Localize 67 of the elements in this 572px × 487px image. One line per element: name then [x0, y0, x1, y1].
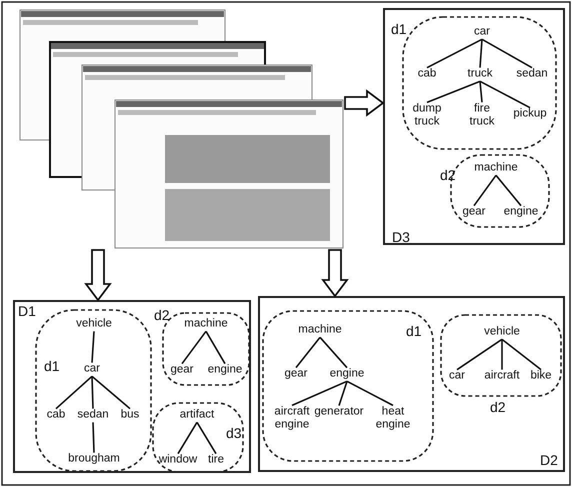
- tree-term: gear: [462, 206, 486, 218]
- tree-term: car: [84, 362, 100, 376]
- tree-term: vehicle: [484, 326, 520, 338]
- tree-term: machine: [298, 324, 342, 336]
- tree-term: car: [449, 370, 465, 382]
- tree-term: brougham: [68, 452, 120, 466]
- tree-term: gear: [284, 368, 308, 380]
- panel-label: D1: [18, 304, 36, 318]
- tree-branch-line: [292, 380, 348, 406]
- tree-term: cab: [418, 68, 436, 80]
- tree-term: bike: [530, 370, 552, 382]
- cluster-label: d2: [154, 308, 170, 322]
- tree-branch-line: [91, 376, 94, 409]
- tree-term: dump truck: [409, 102, 445, 128]
- tree-branch-line: [295, 336, 321, 368]
- tree-term: aircraft engine: [269, 405, 315, 431]
- tree-term: aircraft: [484, 370, 520, 382]
- tree-term: engine: [504, 206, 538, 218]
- tree-branch-line: [346, 380, 394, 406]
- panel: [383, 8, 565, 245]
- tree-term: bus: [120, 408, 140, 422]
- panel-label: D3: [392, 230, 410, 244]
- tree-term: vehicle: [76, 318, 112, 330]
- tree-term: machine: [184, 318, 228, 330]
- cluster-label: d2: [440, 168, 456, 182]
- tree-term: engine: [208, 364, 242, 376]
- tree-term: truck: [468, 68, 492, 80]
- tree-branch-line: [482, 38, 532, 68]
- tree-branch-line: [91, 376, 131, 410]
- tree-branch-line: [319, 336, 348, 368]
- block-arrow: [344, 89, 384, 117]
- tree-branch-line: [426, 38, 482, 68]
- tree-branch-line: [479, 81, 483, 102]
- cluster-label: d2: [490, 400, 506, 414]
- tree-term: generator: [314, 406, 364, 418]
- tree-term: cab: [46, 408, 66, 422]
- tree-branch-line: [502, 338, 542, 370]
- tree-branch-line: [456, 338, 502, 370]
- panel-label: D2: [540, 453, 558, 467]
- cluster-label: d1: [391, 22, 407, 36]
- tree-term: sedan: [516, 68, 548, 80]
- tree-term: sedan: [77, 408, 109, 422]
- panel: [258, 296, 565, 472]
- tree-term: pickup: [513, 108, 547, 120]
- tree-branch-line: [480, 80, 530, 108]
- tree-term: tire: [208, 454, 224, 466]
- tree-branch-line: [91, 331, 95, 363]
- tree-term: engine: [330, 368, 364, 380]
- tree-branch-line: [92, 422, 95, 453]
- cluster-label: d1: [406, 324, 422, 338]
- tree-branch-line: [501, 339, 503, 370]
- cluster-label: d3: [226, 426, 242, 440]
- cluster-label: d1: [44, 359, 60, 373]
- tree-term: artifact: [180, 408, 214, 422]
- tree-term: machine: [474, 162, 518, 174]
- tree-term: window: [158, 454, 198, 466]
- tree-term: fire truck: [464, 102, 500, 128]
- tree-term: gear: [170, 364, 194, 376]
- block-arrow: [321, 249, 349, 298]
- tree-branch-line: [55, 376, 93, 410]
- tree-term: car: [474, 26, 490, 38]
- panel: [13, 300, 251, 473]
- tree-branch-line: [479, 39, 483, 68]
- tree-branch-line: [338, 381, 348, 406]
- block-arrow: [84, 249, 112, 302]
- tree-term: heat engine: [373, 405, 413, 431]
- tree-branch-line: [426, 80, 480, 104]
